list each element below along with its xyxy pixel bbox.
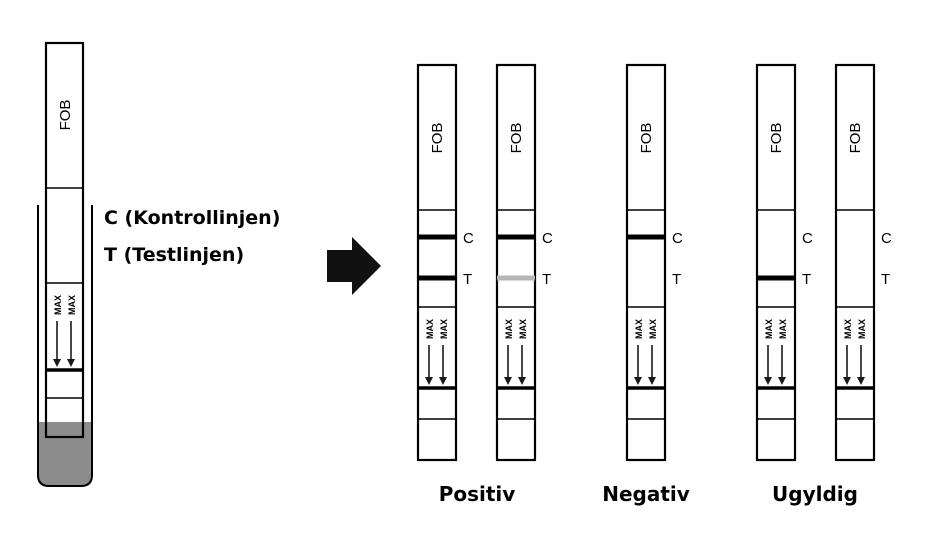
tube-outline xyxy=(37,205,93,487)
arrowhead-icon xyxy=(648,377,656,385)
max-zone xyxy=(417,306,457,389)
arrowhead-icon xyxy=(843,377,851,385)
max-fill-label: MAX xyxy=(778,319,788,339)
fob-label: FOB xyxy=(847,123,864,154)
arrowhead-icon xyxy=(439,377,447,385)
result-strip-ugyldig: FOB MAX MAX C T xyxy=(755,63,813,462)
result-strip-positiv: FOB MAX MAX C T xyxy=(495,63,553,462)
fob-label: FOB xyxy=(508,123,525,154)
arrowhead-icon xyxy=(53,359,61,367)
test-strip-in-tube: FOB MAX MAX xyxy=(44,41,85,439)
strip-outline xyxy=(625,63,667,462)
strip-outline xyxy=(755,63,797,462)
control-marker: C xyxy=(881,230,892,247)
arrow-right-icon xyxy=(327,237,381,295)
legend-control-line: C (Kontrollinjen) xyxy=(104,207,280,229)
group-label-invalid: Ugyldig xyxy=(772,482,858,506)
arrowhead-icon xyxy=(764,377,772,385)
group-label-positive: Positiv xyxy=(439,482,516,506)
fob-label: FOB xyxy=(768,123,785,154)
max-zone xyxy=(626,306,666,389)
control-marker: C xyxy=(802,230,813,247)
test-marker: T xyxy=(672,271,681,288)
arrowhead-icon xyxy=(634,377,642,385)
arrowhead-icon xyxy=(425,377,433,385)
test-marker: T xyxy=(542,271,551,288)
max-fill-label: MAX xyxy=(67,295,77,315)
strip-outline xyxy=(834,63,876,462)
max-fill-label: MAX xyxy=(425,319,435,339)
arrowhead-icon xyxy=(518,377,526,385)
result-strip-ugyldig: FOB MAX MAX C T xyxy=(834,63,892,462)
strip-outline xyxy=(495,63,537,462)
max-zone xyxy=(496,306,536,389)
legend-test-line: T (Testlinjen) xyxy=(104,244,244,266)
strip-outline xyxy=(416,63,458,462)
test-marker: T xyxy=(802,271,811,288)
arrowhead-icon xyxy=(857,377,865,385)
max-fill-label: MAX xyxy=(843,319,853,339)
max-fill-label: MAX xyxy=(857,319,867,339)
max-fill-label: MAX xyxy=(504,319,514,339)
max-zone xyxy=(756,306,796,389)
max-fill-label: MAX xyxy=(648,319,658,339)
max-zone xyxy=(835,306,875,389)
max-fill-label: MAX xyxy=(53,295,63,315)
fob-label: FOB xyxy=(429,123,446,154)
control-marker: C xyxy=(672,230,683,247)
control-marker: C xyxy=(463,230,474,247)
group-label-negative: Negativ xyxy=(602,482,690,506)
test-marker: T xyxy=(463,271,472,288)
arrowhead-icon xyxy=(504,377,512,385)
arrowhead-icon xyxy=(67,359,75,367)
arrowhead-icon xyxy=(778,377,786,385)
max-fill-label: MAX xyxy=(634,319,644,339)
fob-label: FOB xyxy=(638,123,655,154)
max-fill-label: MAX xyxy=(764,319,774,339)
max-zone xyxy=(45,282,84,371)
strip-outline xyxy=(44,41,85,439)
control-marker: C xyxy=(542,230,553,247)
result-strip-positiv: FOB MAX MAX C T xyxy=(416,63,474,462)
result-strip-negativ: FOB MAX MAX C T xyxy=(625,63,683,462)
test-marker: T xyxy=(881,271,890,288)
fob-label: FOB xyxy=(57,100,74,131)
max-fill-label: MAX xyxy=(518,319,528,339)
max-fill-label: MAX xyxy=(439,319,449,339)
